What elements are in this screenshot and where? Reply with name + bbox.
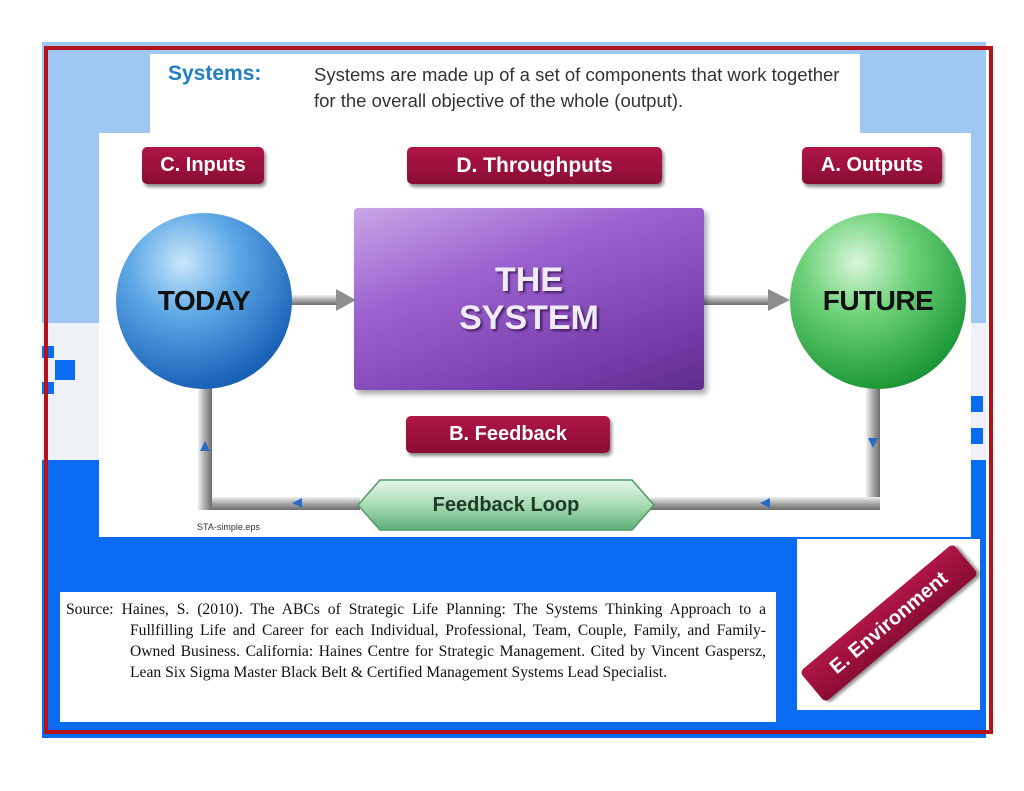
feedback-loop-label: Feedback Loop — [432, 493, 580, 516]
node-future: FUTURE — [790, 213, 966, 389]
arrowhead — [768, 289, 790, 311]
label-throughputs: D. Throughputs — [407, 147, 662, 184]
definition-box — [150, 54, 860, 136]
definition-term: Systems: — [168, 62, 262, 85]
decor-square — [55, 360, 75, 380]
arrow-today-to-system — [290, 295, 338, 305]
arrowhead — [336, 289, 356, 311]
feedback-loop-shape — [357, 479, 655, 531]
feedback-pipe-bottom-left — [198, 497, 360, 510]
direction-marker — [200, 441, 210, 451]
label-outputs: A. Outputs — [802, 147, 942, 184]
node-feedback-loop: Feedback Loop — [356, 478, 656, 532]
red-frame — [44, 46, 993, 734]
file-note: STA-simple.eps — [197, 522, 260, 532]
source-citation: Source: Haines, S. (2010). The ABCs of S… — [66, 601, 766, 681]
direction-marker — [868, 438, 878, 448]
source-box — [60, 592, 776, 722]
definition-text: Systems are made up of a set of componen… — [314, 64, 840, 111]
node-system-line1: THE — [495, 261, 563, 299]
direction-marker — [292, 498, 302, 508]
label-feedback: B. Feedback — [406, 416, 610, 453]
node-future-label: FUTURE — [822, 285, 934, 316]
node-the-system: THE SYSTEM — [354, 208, 704, 390]
node-today-label: TODAY — [157, 285, 251, 316]
node-today: TODAY — [116, 213, 292, 389]
direction-marker — [760, 498, 770, 508]
arrow-system-to-future — [704, 295, 770, 305]
node-system-line2: SYSTEM — [459, 299, 599, 337]
label-inputs: C. Inputs — [142, 147, 264, 184]
